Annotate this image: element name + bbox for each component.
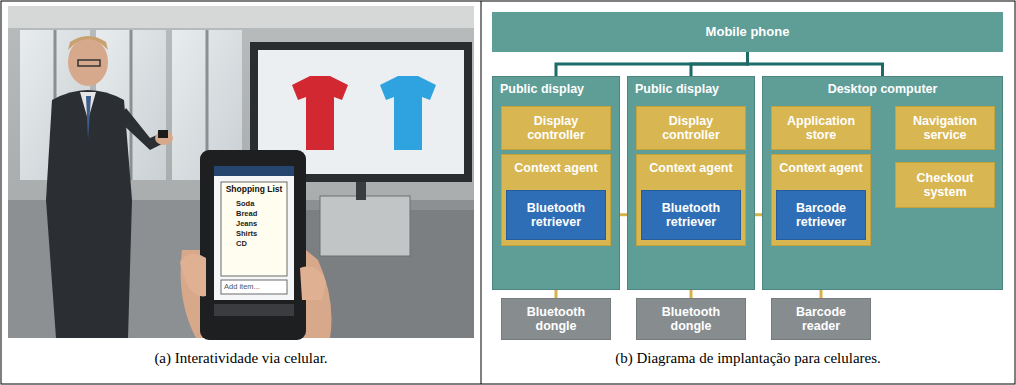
component-box: Context agentBluetooth retriever [501,154,611,246]
component-label: Application store [772,107,870,142]
phone-screen-text: Add item... [224,282,286,291]
retriever-box: Bluetooth retriever [641,190,741,240]
component-box: Context agentBluetooth retriever [636,154,746,246]
device-panel: Public displayDisplay controllerContext … [627,76,755,290]
phone-screen-text: Shirts [236,229,286,238]
component-label: Bluetooth retriever [507,191,605,229]
device-panel: Desktop computerApplication store Navigat… [762,76,1003,290]
component-label: Context agent [637,155,745,175]
phone-screen-text: Jeans [236,219,286,228]
device-bar: Mobile phone [492,12,1003,52]
connector-line [691,52,748,76]
phone-screen-text: CD [236,239,286,248]
device-heading: Mobile phone [492,12,1003,39]
retriever-box: Barcode retriever [776,190,866,240]
phone-body [200,150,306,340]
component-label: Checkout system [896,163,994,199]
component-label: Barcode reader [772,299,870,333]
component-box: Navigation service [895,106,995,150]
connector-line [556,52,748,76]
component-box: Context agentBarcode retriever [771,154,871,246]
hardware-box: Bluetooth dongle [636,298,746,340]
device-panel: Public displayDisplay controllerContext … [492,76,620,290]
device-heading: Public display [493,77,619,96]
component-label: Display controller [637,107,745,142]
connector-line [748,52,883,76]
component-label: Bluetooth dongle [637,299,745,333]
component-label: Context agent [772,155,870,175]
component-box: Application store [771,106,871,150]
panel-divider [481,1,482,384]
device-heading: Public display [628,77,754,96]
photo [8,6,474,340]
phone-screen-text: Bread [236,209,286,218]
component-box: Display controller [501,106,611,150]
hardware-box: Bluetooth dongle [501,298,611,340]
component-label: Navigation service [896,107,994,142]
retriever-box: Bluetooth retriever [506,190,606,240]
phone-screen-text: Soda [236,199,286,208]
component-label: Display controller [502,107,610,142]
device-heading: Desktop computer [763,77,1002,96]
phone-screen-text: Shopping List [221,184,287,194]
component-label: Barcode retriever [777,191,865,229]
figure-caption: (b) Diagrama de implantação para celular… [484,350,1012,367]
component-label: Bluetooth dongle [502,299,610,333]
component-label: Bluetooth retriever [642,191,740,229]
component-label: Context agent [502,155,610,175]
component-box: Display controller [636,106,746,150]
component-box: Checkout system [895,162,995,208]
hardware-box: Barcode reader [771,298,871,340]
figure-caption: (a) Interatividade via celular. [4,350,478,367]
